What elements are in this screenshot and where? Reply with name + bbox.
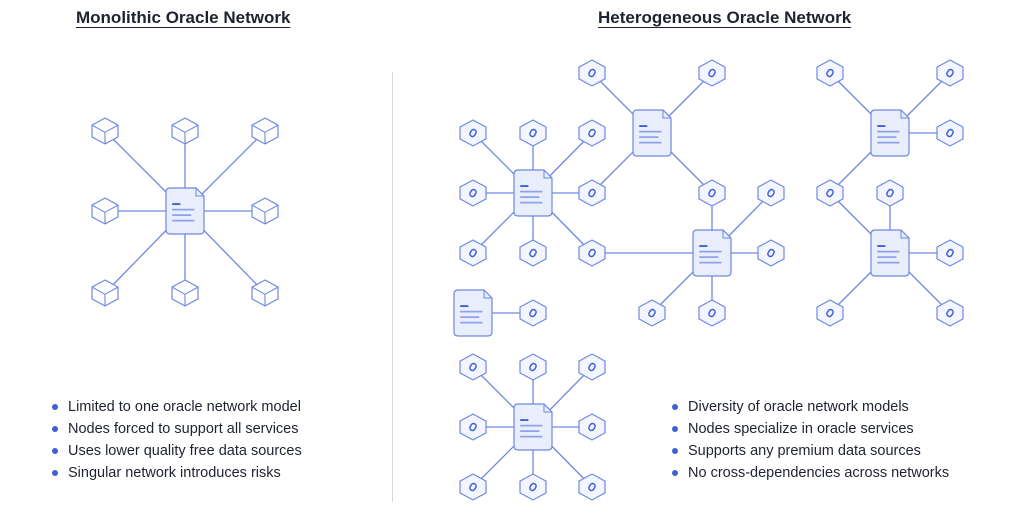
list-item: Limited to one oracle network model [52,396,302,418]
hex-chainlink-node-icon [638,299,666,327]
hex-chainlink-node-icon [578,119,606,147]
document-contract-icon [165,187,205,235]
hex-chainlink-node-icon [459,179,487,207]
hex-chainlink-node-icon [519,239,547,267]
list-item: Uses lower quality free data sources [52,440,302,462]
hex-chainlink-node-icon [936,299,964,327]
document-contract-icon [513,403,553,451]
document-contract-icon [692,229,732,277]
hex-chainlink-node-icon [936,119,964,147]
cube-icon [91,117,119,145]
cube-icon [251,197,279,225]
heterogeneous-network-diagram [453,59,964,501]
monolithic-title: Monolithic Oracle Network [76,8,291,27]
heterogeneous-title: Heterogeneous Oracle Network [598,8,852,27]
hex-chainlink-node-icon [459,119,487,147]
hex-chainlink-node-icon [578,353,606,381]
hex-chainlink-node-icon [698,179,726,207]
cube-icon [171,279,199,307]
list-item: Supports any premium data sources [672,440,949,462]
cube-icon [91,279,119,307]
cube-icon [91,197,119,225]
hex-chainlink-node-icon [519,473,547,501]
cube-icon [251,279,279,307]
list-item: No cross-dependencies across networks [672,462,949,484]
monolithic-feature-list: Limited to one oracle network model Node… [52,396,302,484]
document-contract-icon [870,229,910,277]
hex-chainlink-node-icon [698,299,726,327]
document-contract-icon [453,289,493,337]
hex-chainlink-node-icon [459,473,487,501]
list-item: Nodes forced to support all services [52,418,302,440]
section-divider [392,72,393,502]
document-contract-icon [632,109,672,157]
list-item: Nodes specialize in oracle services [672,418,949,440]
hex-chainlink-node-icon [459,353,487,381]
hex-chainlink-node-icon [936,59,964,87]
hex-chainlink-node-icon [519,119,547,147]
document-contract-icon [870,109,910,157]
hex-chainlink-node-icon [578,59,606,87]
hex-chainlink-node-icon [757,179,785,207]
hex-chainlink-node-icon [578,179,606,207]
hex-chainlink-node-icon [816,179,844,207]
hex-chainlink-node-icon [459,413,487,441]
monolithic-network-diagram [91,117,279,307]
hex-chainlink-node-icon [519,353,547,381]
hex-chainlink-node-icon [876,179,904,207]
cube-icon [251,117,279,145]
hex-chainlink-node-icon [459,239,487,267]
list-item: Singular network introduces risks [52,462,302,484]
list-item: Diversity of oracle network models [672,396,949,418]
hex-chainlink-node-icon [698,59,726,87]
hex-chainlink-node-icon [816,59,844,87]
hex-chainlink-node-icon [578,473,606,501]
hex-chainlink-node-icon [816,299,844,327]
cube-icon [171,117,199,145]
heterogeneous-feature-list: Diversity of oracle network models Nodes… [672,396,949,484]
hex-chainlink-node-icon [757,239,785,267]
hex-chainlink-node-icon [519,299,547,327]
hex-chainlink-node-icon [578,413,606,441]
hex-chainlink-node-icon [936,239,964,267]
document-contract-icon [513,169,553,217]
hex-chainlink-node-icon [578,239,606,267]
